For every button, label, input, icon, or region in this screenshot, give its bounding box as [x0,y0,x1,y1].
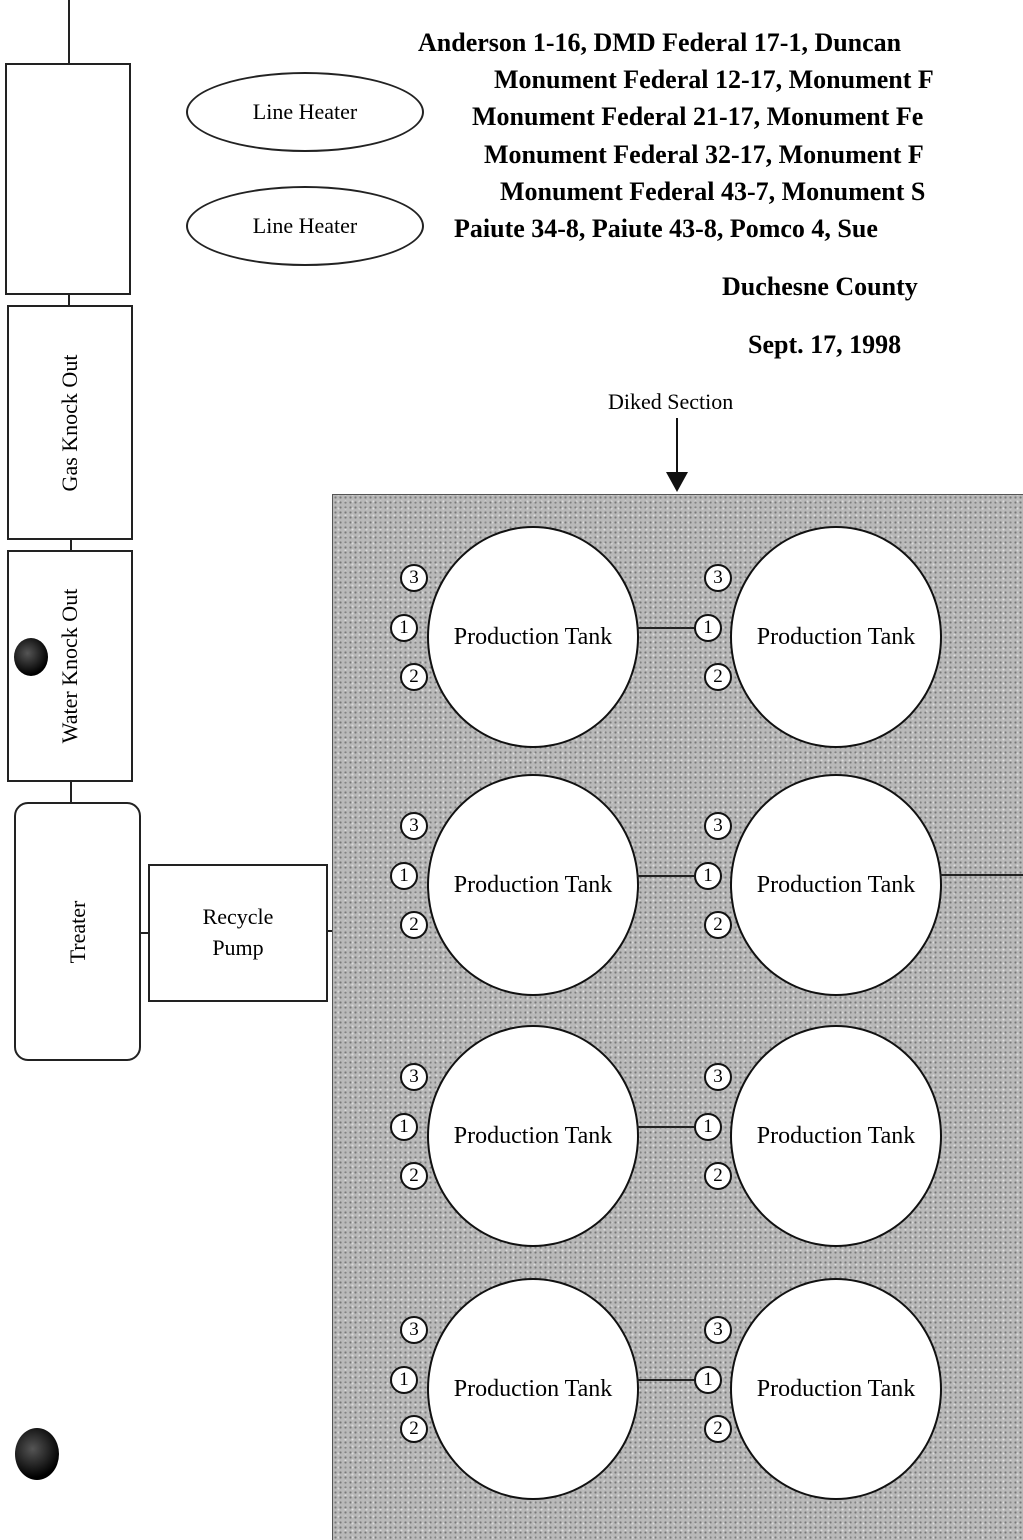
tank-connector-line [637,1379,694,1381]
down-arrow-icon [666,418,688,492]
production-tank: Production Tank [427,526,639,748]
recycle-pump-label-2: Pump [212,935,264,960]
valve-1: 1 [390,1113,418,1141]
scan-smudge [14,638,48,676]
production-tank: Production Tank [427,1025,639,1247]
production-tank: Production Tank [730,526,942,748]
connector-line [70,781,72,803]
production-tank-label: Production Tank [756,1375,916,1402]
valve-1: 1 [694,614,722,642]
recycle-pump-label-1: Recycle [202,904,274,930]
valve-3: 3 [704,1063,732,1091]
header-line-6: Paiute 34-8, Paiute 43-8, Pomco 4, Sue [454,214,878,243]
treater-label: Treater [64,900,90,963]
production-tank: Production Tank [730,1278,942,1500]
valve-1: 1 [694,862,722,890]
valve-2: 2 [400,1162,428,1190]
treater-to-pump-line [141,932,149,934]
valve-3: 3 [400,1063,428,1091]
valve-1: 1 [694,1366,722,1394]
production-tank-label: Production Tank [453,1375,613,1402]
header-line-5: Monument Federal 43-7, Monument S [500,177,926,206]
production-tank: Production Tank [427,774,639,996]
header-line-4: Monument Federal 32-17, Monument F [484,140,924,169]
production-tank: Production Tank [730,774,942,996]
valve-3: 3 [704,564,732,592]
valve-3: 3 [704,1316,732,1344]
production-tank-label: Production Tank [453,1122,613,1149]
header-line-1: Anderson 1-16, DMD Federal 17-1, Duncan [418,28,902,57]
valve-1: 1 [390,1366,418,1394]
line-heater-2: Line Heater [186,186,424,266]
valve-1: 1 [390,862,418,890]
production-tank-label: Production Tank [453,623,613,650]
date-label: Sept. 17, 1998 [748,330,902,359]
treater-vessel: Treater [14,802,141,1061]
production-tank-label: Production Tank [453,871,613,898]
valve-2: 2 [704,911,732,939]
valve-2: 2 [704,1162,732,1190]
gas-knock-out-vessel: Gas Knock Out [7,305,133,540]
inlet-line [68,0,70,64]
line-heater-1-label: Line Heater [252,99,358,124]
production-tank-label: Production Tank [756,623,916,650]
top-vessel [5,63,131,295]
recycle-pump: Recycle Pump [148,864,328,1002]
valve-3: 3 [704,812,732,840]
valve-3: 3 [400,564,428,592]
gas-knock-out-label: Gas Knock Out [57,354,82,491]
valve-2: 2 [704,1415,732,1443]
valve-1: 1 [390,614,418,642]
line-heater-2-label: Line Heater [252,213,358,238]
outlet-line [940,874,1023,876]
header-line-3: Monument Federal 21-17, Monument Fe [472,102,924,131]
header-line-2: Monument Federal 12-17, Monument F [494,65,934,94]
production-tank-label: Production Tank [756,871,916,898]
valve-2: 2 [704,663,732,691]
valve-2: 2 [400,663,428,691]
tank-connector-line [637,1126,694,1128]
valve-1: 1 [694,1113,722,1141]
valve-2: 2 [400,911,428,939]
scan-smudge [15,1428,59,1480]
water-knock-out-label: Water Knock Out [57,588,82,744]
valve-3: 3 [400,812,428,840]
production-tank-label: Production Tank [756,1122,916,1149]
tank-connector-line [637,627,694,629]
connector-line [70,539,72,551]
valve-3: 3 [400,1316,428,1344]
tank-connector-line [637,875,694,877]
production-tank: Production Tank [427,1278,639,1500]
connector-line [68,294,70,306]
production-tank: Production Tank [730,1025,942,1247]
county-label: Duchesne County [722,272,918,301]
diked-section-label: Diked Section [608,389,734,414]
line-heater-1: Line Heater [186,72,424,152]
valve-2: 2 [400,1415,428,1443]
